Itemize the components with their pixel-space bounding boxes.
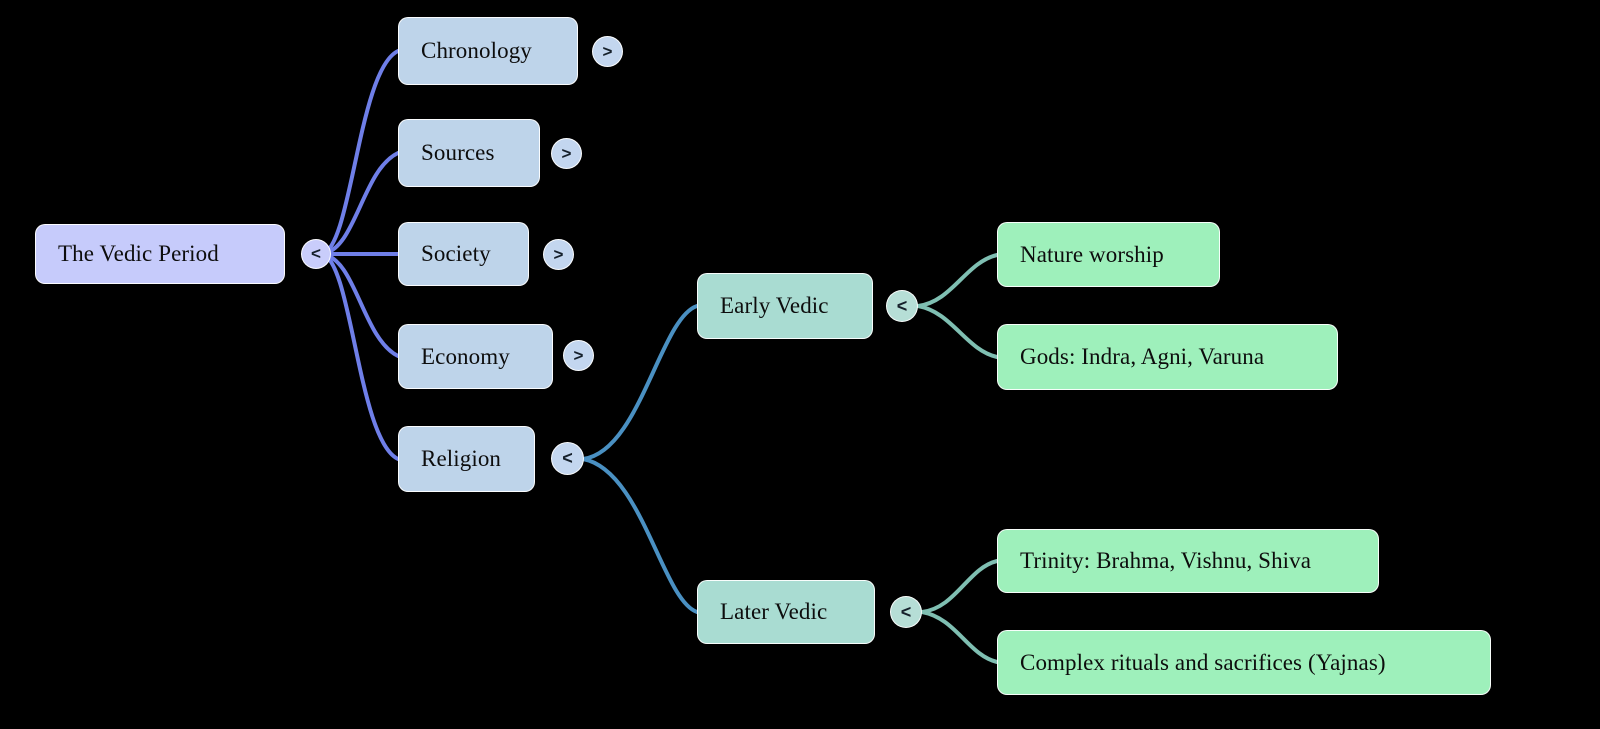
toggle-religion[interactable]: < — [551, 442, 584, 475]
node-sources[interactable]: Sources — [398, 119, 540, 187]
toggle-later-vedic-glyph: < — [900, 601, 912, 622]
node-chronology[interactable]: Chronology — [398, 17, 578, 85]
toggle-chronology[interactable]: > — [592, 36, 623, 67]
node-sources-label: Sources — [421, 140, 495, 165]
edge-religion-earlyvedic — [581, 304, 699, 461]
node-root-label: The Vedic Period — [58, 241, 219, 266]
node-gods[interactable]: Gods: Indra, Agni, Varuna — [997, 324, 1338, 390]
node-trinity[interactable]: Trinity: Brahma, Vishnu, Shiva — [997, 529, 1379, 593]
edge-root-sources — [320, 151, 400, 256]
node-society-label: Society — [421, 241, 491, 266]
toggle-economy[interactable]: > — [563, 340, 594, 371]
toggle-root-glyph: < — [311, 244, 321, 263]
edge-latervedic-trinity — [920, 559, 999, 614]
node-society[interactable]: Society — [398, 222, 529, 286]
edge-root-economy — [320, 252, 400, 358]
toggle-sources[interactable]: > — [551, 138, 582, 169]
toggle-sources-glyph: > — [561, 143, 572, 163]
node-early-vedic-label: Early Vedic — [720, 293, 829, 318]
toggle-root[interactable]: < — [301, 239, 331, 269]
toggle-chronology-glyph: > — [602, 41, 613, 61]
edge-root-religion — [320, 252, 400, 461]
edge-earlyvedic-gods — [916, 304, 999, 359]
edge-religion-latervedic — [581, 457, 699, 614]
toggle-early-vedic-glyph: < — [896, 295, 908, 316]
node-economy-label: Economy — [421, 343, 510, 369]
node-complex-rituals-label: Complex rituals and sacrifices (Yajnas) — [1020, 649, 1386, 675]
node-trinity-label: Trinity: Brahma, Vishnu, Shiva — [1020, 548, 1312, 573]
toggle-economy-glyph: > — [573, 345, 584, 365]
node-complex-rituals[interactable]: Complex rituals and sacrifices (Yajnas) — [997, 630, 1491, 695]
edge-earlyvedic-nature — [916, 253, 999, 308]
toggle-early-vedic[interactable]: < — [886, 290, 918, 322]
toggle-society[interactable]: > — [543, 239, 574, 270]
edge-latervedic-rituals — [920, 610, 999, 664]
node-root[interactable]: The Vedic Period — [35, 224, 285, 284]
node-religion-label: Religion — [421, 446, 502, 471]
toggle-later-vedic[interactable]: < — [890, 596, 922, 628]
node-chronology-label: Chronology — [421, 38, 532, 63]
node-early-vedic[interactable]: Early Vedic — [697, 273, 873, 339]
node-religion[interactable]: Religion — [398, 426, 535, 492]
toggle-religion-glyph: < — [562, 448, 573, 468]
toggle-society-glyph: > — [553, 244, 564, 264]
node-nature-worship-label: Nature worship — [1020, 241, 1164, 267]
node-economy[interactable]: Economy — [398, 324, 553, 389]
node-later-vedic[interactable]: Later Vedic — [697, 580, 875, 644]
node-later-vedic-label: Later Vedic — [720, 599, 828, 624]
node-nature-worship[interactable]: Nature worship — [997, 222, 1220, 287]
node-gods-label: Gods: Indra, Agni, Varuna — [1020, 344, 1265, 369]
edge-root-chronology — [320, 49, 400, 256]
